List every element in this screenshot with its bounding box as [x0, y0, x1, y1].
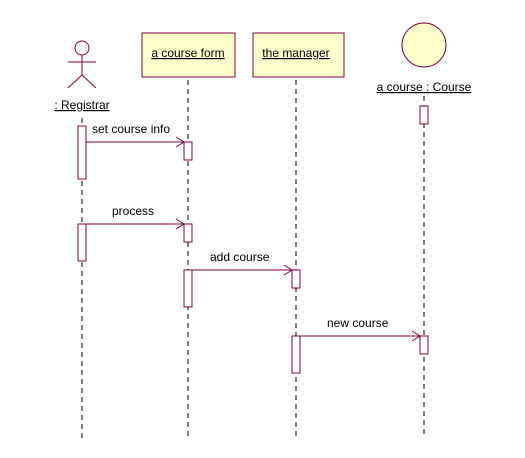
message-process: process: [86, 204, 185, 230]
activation-manager-2: [291, 335, 301, 374]
message-add-course: add course: [192, 250, 293, 276]
activation-form-1: [183, 141, 193, 161]
participant-box-manager: [252, 32, 345, 78]
entity-icon: [401, 22, 447, 68]
activation-form-2: [183, 223, 193, 243]
activation-registrar-2: [77, 223, 87, 262]
message-label-set-course-info: set course info: [92, 122, 170, 136]
message-label-add-course: add course: [210, 250, 270, 264]
participant-label-manager: the manager: [262, 46, 329, 60]
activation-manager-1: [291, 269, 301, 289]
message-label-process: process: [112, 204, 154, 218]
participant-label-course: a course : Course: [377, 80, 472, 94]
message-label-new-course: new course: [327, 316, 389, 330]
participant-label-registrar: : Registrar: [54, 98, 109, 112]
message-new-course: new course: [300, 316, 421, 342]
message-set-course-info: set course info: [86, 122, 185, 148]
activation-form-3: [183, 269, 193, 308]
participant-box-form: [141, 32, 236, 78]
activation-course-top: [419, 105, 429, 125]
activation-course-1: [419, 335, 429, 355]
activation-registrar-1: [77, 125, 87, 180]
participant-label-form: a course form: [151, 46, 224, 60]
actor-icon: [67, 40, 97, 89]
